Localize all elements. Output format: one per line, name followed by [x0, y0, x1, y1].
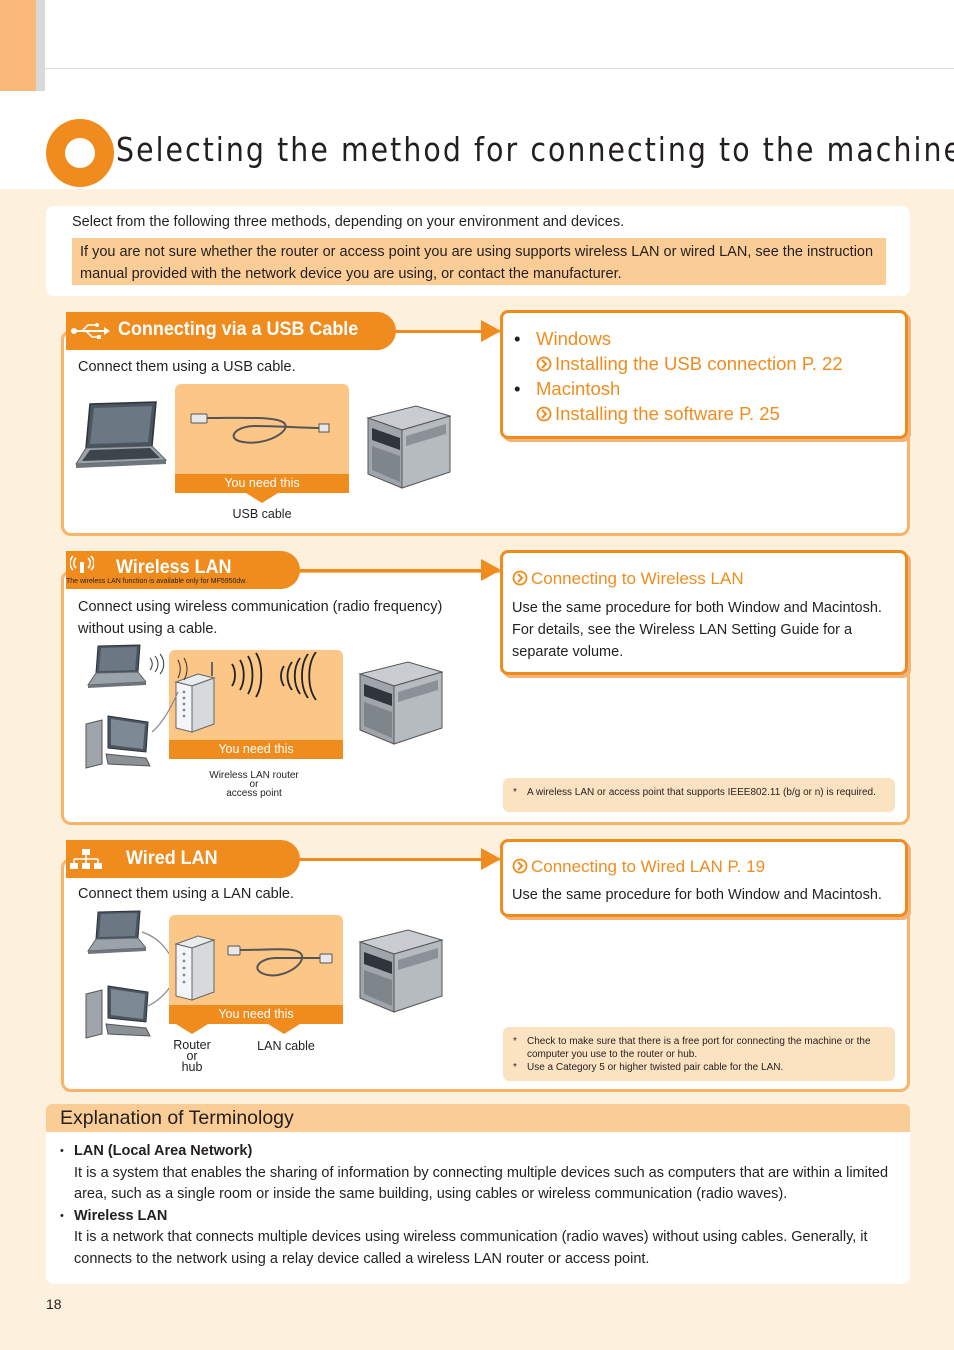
terminology-list: • LAN (Local Area Network) It is a syste… [60, 1141, 900, 1270]
desktop-computer-icon [85, 985, 151, 1039]
header-color-tab [0, 0, 36, 91]
wireless-subtitle: The wireless LAN function is available o… [66, 578, 247, 585]
page-title: Selecting the method for connecting to t… [116, 130, 954, 169]
laptop-icon [87, 910, 146, 954]
wired-info-box [500, 839, 908, 917]
arrow-circle-icon [512, 858, 528, 874]
arrow-circle-icon [512, 570, 528, 586]
usb-description: Connect them using a USB cable. [78, 359, 296, 375]
terminology-item: • LAN (Local Area Network) It is a syste… [60, 1141, 900, 1206]
wireless-arrow-head [481, 559, 501, 581]
wireless-router-icon [174, 652, 317, 733]
wired-need-arrow-cable [268, 1024, 300, 1034]
wireless-description: Connect using wireless communication (ra… [78, 599, 443, 637]
usb-info-box [500, 310, 908, 439]
usb-title: Connecting via a USB Cable [118, 318, 359, 340]
laptop-icon [87, 644, 146, 688]
page-number: 18 [46, 1296, 62, 1312]
wired-arrow-line [300, 858, 482, 861]
usb-icon [71, 323, 110, 339]
usb-option-windows: •Windows [514, 328, 612, 349]
wireless-title-bar: Wireless LAN The wireless LAN function i… [46, 551, 300, 589]
wired-need-label: You need this [169, 1005, 343, 1024]
wired-footnote: *Check to make sure that there is a free… [513, 1036, 871, 1060]
wireless-need-label: You need this [169, 740, 343, 759]
usb-arrow-line [396, 330, 482, 333]
wired-cable-caption: LAN cable [257, 1039, 315, 1053]
usb-cable-caption: USB cable [232, 507, 292, 521]
usb-option-windows-link[interactable]: Installing the USB connection P. 22 [514, 351, 904, 376]
terminology-box [46, 1132, 910, 1284]
wired-router-caption: Router or hub [173, 1038, 211, 1074]
router-and-lan-cable-icon [174, 935, 333, 1001]
laptop-icon [75, 401, 168, 468]
header-rule [45, 68, 954, 69]
printer-icon [366, 405, 452, 489]
wired-arrow-head [481, 848, 501, 870]
usb-arrow-head [481, 320, 501, 342]
wireless-info-text: Use the same procedure for both Window a… [512, 600, 882, 660]
usb-cable-icon [190, 413, 330, 444]
header-gray-tab [36, 0, 45, 91]
wireless-arrow-line [300, 569, 482, 572]
printer-icon [358, 661, 444, 745]
wireless-title: Wireless LAN [116, 556, 232, 578]
usb-options: •Windows Installing the USB connection P… [514, 326, 904, 426]
wired-info-link[interactable]: Connecting to Wired LAN P. 19 [512, 856, 765, 878]
wired-description: Connect them using a LAN cable. [78, 886, 295, 902]
wireless-router-caption: Wireless LAN router or access point [209, 770, 299, 799]
wireless-icon [70, 555, 94, 573]
term-name: LAN (Local Area Network) [74, 1143, 253, 1159]
intro-note: If you are not sure whether the router o… [72, 238, 886, 285]
connection-cable-line [151, 691, 179, 733]
desktop-computer-icon [85, 715, 151, 769]
wired-footnote: *Use a Category 5 or higher twisted pair… [513, 1062, 784, 1073]
wireless-info-link[interactable]: Connecting to Wireless LAN [512, 568, 744, 590]
wired-title: Wired LAN [126, 847, 218, 869]
wired-title-bar: Wired LAN [46, 840, 300, 878]
terminology-header: Explanation of Terminology [46, 1104, 910, 1132]
wireless-info-box [500, 550, 908, 675]
term-name: Wireless LAN [74, 1207, 168, 1224]
wired-need-arrow-router [176, 1024, 208, 1034]
term-definition: It is a system that enables the sharing … [74, 1164, 889, 1203]
wired-footnotes: *Check to make sure that there is a free… [503, 1027, 895, 1081]
arrow-circle-icon [536, 406, 552, 422]
terminology-item: • Wireless LAN It is a network that conn… [60, 1206, 900, 1271]
wired-network-icon [70, 849, 102, 869]
term-definition: It is a network that connects multiple d… [74, 1229, 868, 1267]
usb-option-mac: •Macintosh [514, 378, 621, 399]
wired-info-text: Use the same procedure for both Window a… [512, 887, 882, 903]
usb-option-mac-link[interactable]: Installing the software P. 25 [514, 401, 904, 426]
arrow-circle-icon [536, 356, 552, 372]
usb-title-bar: Connecting via a USB Cable [46, 312, 396, 350]
wireless-footnote: *A wireless LAN or access point that sup… [503, 778, 895, 812]
intro-text: Select from the following three methods,… [72, 214, 625, 230]
laptop-wireless-waves-icon [149, 653, 165, 675]
title-circle-icon [46, 119, 114, 187]
usb-need-arrow [246, 493, 278, 503]
printer-icon [358, 929, 444, 1013]
usb-need-label: You need this [175, 474, 349, 493]
